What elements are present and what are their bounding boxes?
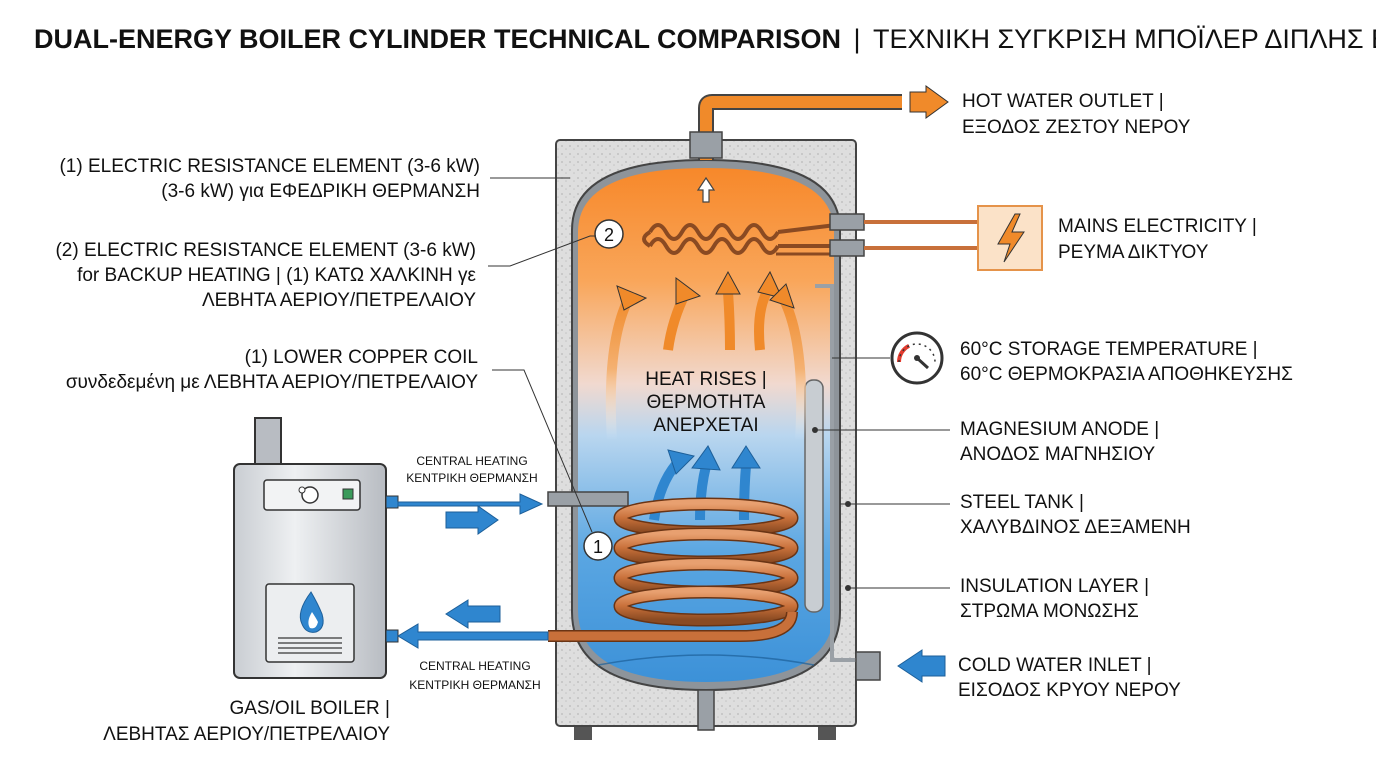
element1-label-greek: (3-6 kW) για ΕΦΕΔΡΙΚΗ ΘΕΡΜΑΝΣΗ — [161, 181, 480, 202]
element2-leader — [488, 235, 596, 267]
element2-label-2: for BACKUP HEATING | (1) ΚΑΤΩ ΧΑΛΚΙΝΗ γε — [77, 265, 476, 286]
electric-element-2 — [642, 223, 837, 255]
boiler-label: GAS/OIL BOILER | — [229, 698, 390, 719]
marker-1 — [583, 531, 613, 561]
central-heating-flow-out — [397, 493, 544, 515]
heat-rising-arrows — [605, 270, 807, 441]
cold-inlet-label: COLD WATER INLET | — [958, 655, 1152, 676]
insulation-label-greek: ΣΤΡΩΜΑ ΜΟΝΩΣΗΣ — [960, 601, 1139, 622]
gas-oil-boiler — [233, 417, 399, 679]
central-heating-bottom-label: CENTRAL HEATING — [419, 659, 530, 673]
element-flange-lower — [829, 239, 865, 257]
hot-outlet-arrow-icon — [909, 85, 949, 119]
flow-arrow-left-icon — [445, 599, 501, 629]
hot-outlet-label: HOT WATER OUTLET | — [962, 91, 1164, 112]
insulation-dot — [845, 585, 851, 591]
anode-label-greek: ΑΝΟΔΟΣ ΜΑΓΝΗΣΙΟΥ — [960, 444, 1155, 465]
heat-rises-greek-1: ΘΕΡΜΟΤΗΤΑ — [647, 392, 766, 413]
insulation-label: INSULATION LAYER | — [960, 576, 1149, 597]
mains-label: MAINS ELECTRICITY | — [1058, 216, 1257, 237]
central-heating-bottom-greek: ΚΕΝΤΡΙΚΗ ΘΕΡΜΑΝΣΗ — [409, 678, 540, 692]
central-heating-top-label: CENTRAL HEATING — [416, 454, 527, 468]
outlet-fitting — [689, 131, 723, 159]
marker-2 — [594, 219, 624, 249]
storage-temp-label-greek: 60°C ΘΕΡΜΟΚΡΑΣΙΑ ΑΠΟΘΗΚΕΥΣΗΣ — [960, 364, 1293, 385]
lower-copper-coil — [547, 491, 799, 642]
element2-label: (2) ELECTRIC RESISTANCE ELEMENT (3-6 kW) — [55, 240, 476, 261]
hot-outlet-label-greek: ΕΞΟΔΟΣ ΖΕΣΤΟΥ ΝΕΡΟΥ — [962, 117, 1191, 138]
marker-2-label: 2 — [604, 225, 614, 245]
steel-tank-dot — [845, 501, 851, 507]
steel-tank-label-greek: ΧΑΛΥΒΔΙΝΟΣ ΔΕΞΑΜΕΝΗ — [960, 517, 1191, 538]
steel-tank-label: STEEL TANK | — [960, 492, 1084, 513]
heat-rises-label: HEAT RISES | — [645, 369, 766, 390]
copper-coil-label: (1) LOWER COPPER COIL — [245, 347, 478, 368]
element-flange-upper — [829, 213, 865, 231]
lightning-bolt-icon — [997, 213, 1025, 263]
heat-rises-greek-2: ΑΝΕΡΧΕΤΑΙ — [653, 415, 758, 436]
flow-arrow-right-icon — [445, 505, 499, 535]
central-heating-flow-return — [397, 623, 549, 649]
element1-label: (1) ELECTRIC RESISTANCE ELEMENT (3-6 kW) — [59, 156, 480, 177]
cold-inlet-arrow-icon — [897, 649, 946, 683]
element2-label-3: ΛΕΒΗΤΑ ΑΕΡΙΟΥ/ΠΕΤΡΕΛΑΙΟΥ — [202, 290, 476, 311]
anode-leader-dot — [812, 427, 818, 433]
anode-label: MAGNESIUM ANODE | — [960, 419, 1159, 440]
cold-inlet-label-greek: ΕΙΣΟΔΟΣ ΚΡΥΟΥ ΝΕΡΟΥ — [958, 680, 1181, 701]
hot-outlet-pipe — [700, 96, 902, 160]
boiler-label-greek: ΛΕΒΗΤΑΣ ΑΕΡΙΟΥ/ΠΕΤΡΕΛΑΙΟΥ — [103, 724, 390, 745]
up-flow-arrow-icon — [696, 176, 716, 203]
tank-bottom-curve — [597, 654, 815, 666]
magnesium-anode — [804, 379, 824, 613]
copper-coil-label-greek: συνδεδεμένη με ΛΕΒΗΤΑ ΑΕΡΙΟΥ/ΠΕΤΡΕΛΑΙΟΥ — [66, 372, 479, 393]
mains-label-greek: ΡΕΥΜΑ ΔΙΚΤΥΟΥ — [1058, 242, 1209, 263]
diagram-title: DUAL-ENERGY BOILER CYLINDER TECHNICAL CO… — [34, 24, 1376, 54]
cold-inlet-fitting — [855, 651, 881, 681]
marker-1-label: 1 — [593, 537, 603, 557]
copper-coil-leader — [492, 369, 593, 533]
temperature-gauge-icon — [890, 331, 944, 385]
central-heating-top-greek: ΚΕΝΤΡΙΚΗ ΘΕΡΜΑΝΣΗ — [406, 471, 537, 485]
storage-temp-label: 60°C STORAGE TEMPERATURE | — [960, 339, 1258, 360]
drain-valve — [697, 689, 715, 731]
